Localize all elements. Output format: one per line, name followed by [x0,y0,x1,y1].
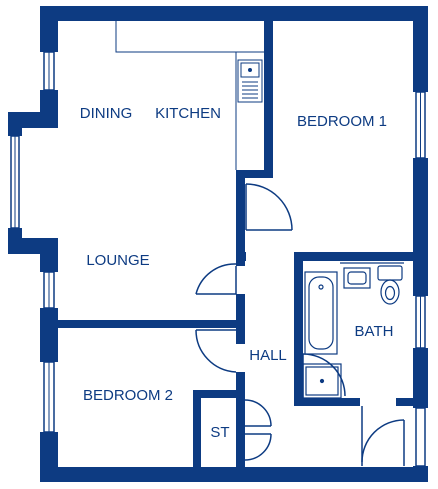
room-labels: DINING KITCHEN BEDROOM 1 LOUNGE BATH HAL… [80,105,394,441]
door-bath [302,353,346,398]
exterior-walls [8,6,428,482]
window-bedroom1 [413,91,428,159]
window-bay [8,135,22,229]
window-entrance [413,407,428,467]
label-bedroom2: BEDROOM 2 [83,387,173,404]
label-bedroom1: BEDROOM 1 [297,113,387,130]
window-bedroom2 [40,361,58,433]
sink-icon [237,59,263,103]
bathtub-icon [304,271,338,355]
door-bedroom1 [245,183,293,231]
windows [8,51,428,467]
label-dining: DINING [80,105,133,122]
toilet-icon [377,265,403,305]
interior-walls [58,6,420,472]
shower-tray-icon [302,363,342,399]
basin-icon [340,262,404,289]
kitchen-worktop [115,21,264,170]
door-bedroom2 [195,329,237,373]
door-store [244,399,272,461]
door-entrance [361,406,405,466]
label-storage: ST [210,424,229,441]
label-bath: BATH [355,323,394,340]
window-bath [413,295,428,349]
label-lounge: LOUNGE [86,252,149,269]
label-hall: HALL [249,347,287,364]
doors [195,183,405,466]
window-lounge [40,271,58,309]
window-dining [40,51,58,91]
label-kitchen: KITCHEN [155,105,221,122]
door-lounge [195,263,237,295]
